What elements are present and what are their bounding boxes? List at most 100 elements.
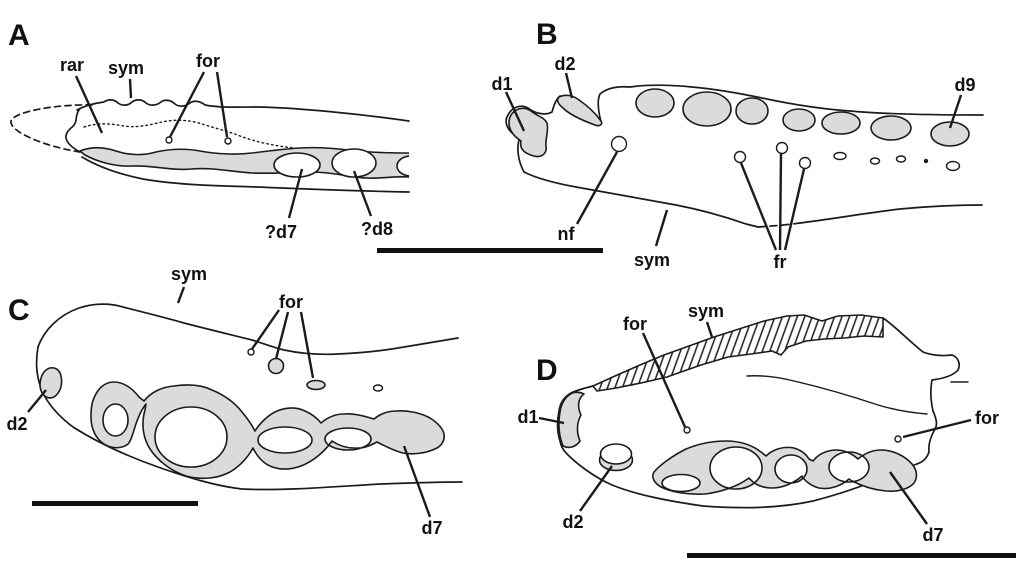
panel-d-foramen-right xyxy=(894,435,902,443)
label-a-sym: sym xyxy=(108,58,144,78)
leader-b-fr-1 xyxy=(739,162,778,251)
panel-b-alveolus-3 xyxy=(635,88,675,118)
scale-bar-c xyxy=(32,501,198,506)
panel-d-right-edge-outline xyxy=(882,317,961,465)
panel-a-dashed-tip-outline xyxy=(10,104,93,153)
panel-a-foramen-left xyxy=(165,136,173,144)
panel-a-letter: A xyxy=(8,19,30,52)
leader-a-rar xyxy=(74,75,104,134)
panel-b-alveolus-5 xyxy=(735,97,769,125)
leader-a-d8 xyxy=(352,170,373,217)
panel-d-letter: D xyxy=(536,354,558,387)
panel-c-foramen-4 xyxy=(372,384,384,392)
panel-b-alveolus-8 xyxy=(870,115,912,141)
panel-a-alveolar-band xyxy=(79,146,409,180)
panel-d-d1-alveolus xyxy=(558,391,585,449)
panel-c-foramen-3 xyxy=(306,379,326,391)
panel-d-symphysis-hatched-band xyxy=(592,314,884,392)
panel-b-bottom-outline-dashed xyxy=(757,222,801,228)
leader-c-d7 xyxy=(402,445,432,518)
panel-b-alveolus-4 xyxy=(682,91,732,127)
leader-c-for-3 xyxy=(299,311,315,379)
panel-c-tooth-row-chain xyxy=(90,381,445,480)
leader-d-d7 xyxy=(889,471,928,525)
panel-d-d2-socket xyxy=(599,443,633,465)
label-c-d7: d7 xyxy=(421,518,442,538)
panel-c: C sym for d2 d7 xyxy=(6,264,463,538)
leader-b-d1 xyxy=(504,91,526,132)
panel-b-d1-alveolus xyxy=(508,107,549,158)
label-a-d8: ?d8 xyxy=(361,219,393,239)
panel-b: B d1 d2 d9 nf sym fr xyxy=(491,18,984,272)
leader-b-d2 xyxy=(564,72,574,99)
panel-a-top-outline xyxy=(76,99,410,122)
panel-a-alveolus-edge xyxy=(396,155,409,177)
panel-b-foramen-4 xyxy=(833,151,847,161)
panel-a-alveolus-d8 xyxy=(331,148,377,178)
leader-d-d2 xyxy=(579,465,613,512)
label-c-d2: d2 xyxy=(6,414,27,434)
leader-b-sym xyxy=(654,209,669,247)
panel-a-alveolar-band-group xyxy=(79,146,409,180)
label-b-nf: nf xyxy=(558,224,576,244)
panel-a-lower-outline xyxy=(81,156,410,193)
panel-c-foramen-1 xyxy=(247,348,255,356)
leader-d-sym xyxy=(705,321,714,338)
panel-c-foramen-2 xyxy=(267,357,285,375)
panel-d-tooth-row-chain xyxy=(652,440,918,495)
leader-a-sym xyxy=(128,78,133,99)
panel-b-nutrient-foramen xyxy=(610,135,628,153)
label-b-d1: d1 xyxy=(491,74,512,94)
panel-b-alveolus-6 xyxy=(782,108,816,132)
panel-b-foramen-3 xyxy=(798,156,812,170)
label-d-for-left: for xyxy=(623,314,647,334)
panel-a-dotted-ridge xyxy=(83,119,295,149)
label-d-d1: d1 xyxy=(517,407,538,427)
label-b-fr: fr xyxy=(774,252,787,272)
panel-b-bottom-outline xyxy=(523,171,983,228)
label-d-sym: sym xyxy=(688,301,724,321)
leader-b-d9 xyxy=(948,94,963,129)
panel-b-alveolus-7 xyxy=(821,111,861,135)
leader-c-for-1 xyxy=(251,309,280,350)
panel-d: D for sym d1 d2 for d7 xyxy=(517,301,1016,558)
leader-d-for-right xyxy=(902,418,972,439)
leader-b-nf xyxy=(575,151,619,225)
leader-b-fr-2 xyxy=(778,153,783,251)
leader-c-d2 xyxy=(27,389,47,413)
scale-bar-d xyxy=(687,553,1016,558)
panel-b-foramen-1 xyxy=(733,150,747,164)
panel-b-foramen-2 xyxy=(775,141,789,155)
panel-b-d2-alveolus xyxy=(556,94,603,127)
panel-b-foramen-5 xyxy=(869,157,881,165)
leader-d-d1 xyxy=(538,416,565,425)
label-b-d9: d9 xyxy=(954,75,975,95)
panel-d-foramen-left xyxy=(683,426,691,434)
leader-c-for-2 xyxy=(274,311,290,360)
leader-c-sym xyxy=(176,286,186,304)
panel-a-anterior-squiggle xyxy=(65,109,81,153)
leader-a-for-right xyxy=(215,71,229,138)
leader-a-for-left xyxy=(168,71,206,138)
panel-a: A rar sym for ?d7 ?d8 xyxy=(8,19,603,253)
panel-a-foramen-right xyxy=(224,137,232,145)
panel-d-inner-ridge-line xyxy=(746,375,928,415)
label-c-for: for xyxy=(279,292,303,312)
label-b-sym: sym xyxy=(634,250,670,270)
label-b-d2: d2 xyxy=(554,54,575,74)
label-a-rar: rar xyxy=(60,55,84,75)
panel-b-letter: B xyxy=(536,18,558,51)
label-c-sym: sym xyxy=(171,264,207,284)
label-a-for: for xyxy=(196,51,220,71)
panel-d-left-bottom-outline xyxy=(556,385,918,509)
panel-b-foramen-7 xyxy=(923,158,929,164)
panel-c-bottom-outline xyxy=(35,346,463,491)
panel-c-top-outline xyxy=(37,303,459,356)
panel-c-letter: C xyxy=(8,294,30,327)
panel-b-foramen-8 xyxy=(945,160,961,172)
leader-b-fr-3 xyxy=(783,168,806,251)
panel-b-alveolus-d9 xyxy=(930,121,970,147)
label-d-for-right: for xyxy=(975,408,999,428)
